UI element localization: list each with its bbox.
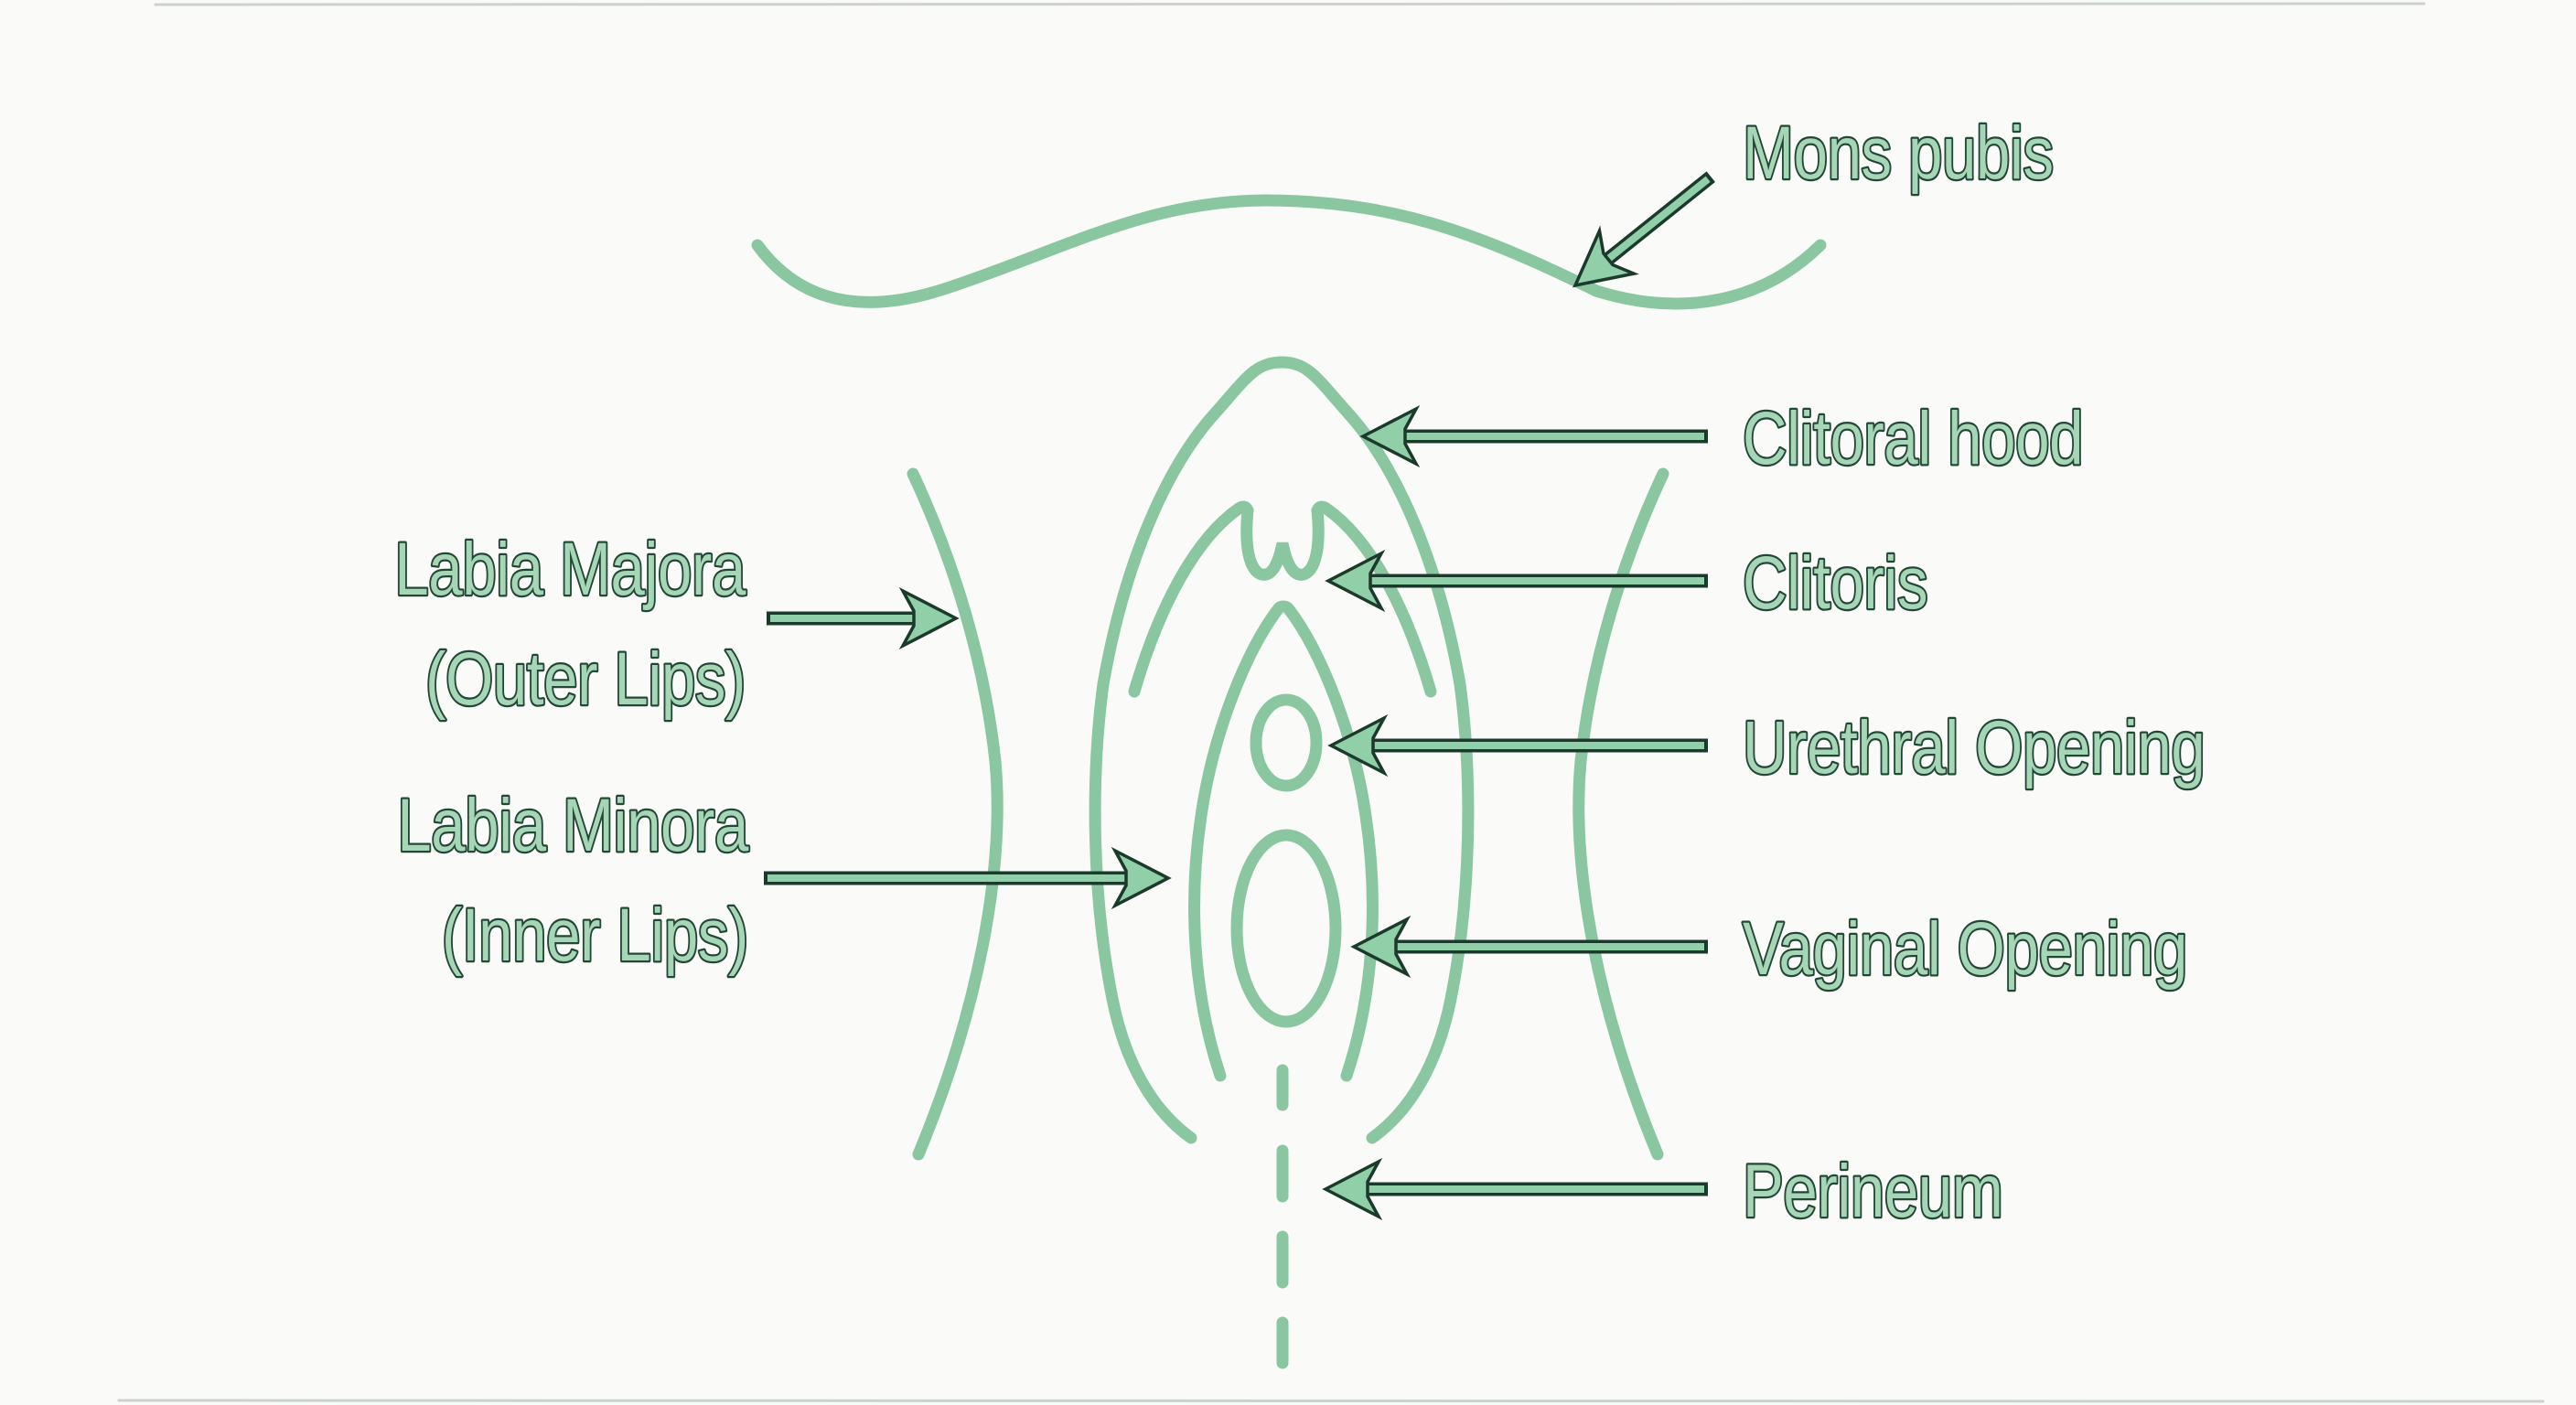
label-vaginal-opening: Vaginal Opening <box>1743 906 2187 991</box>
labia-minora-arrow <box>764 846 1172 910</box>
vaginal-opening-arrow <box>1350 915 1708 979</box>
bottom-edge-artifact-line <box>117 1399 2545 1403</box>
label-labia-minora: Labia Minora (Inner Lips) <box>395 781 751 979</box>
label-labia-majora-line1: Labia Majora <box>394 527 746 611</box>
clitoris-arrow <box>1325 549 1708 613</box>
labia-majora-arrow <box>767 586 960 650</box>
label-clitoral-hood: Clitoral hood <box>1743 396 2083 480</box>
clitoral-hood-arrow <box>1359 404 1708 468</box>
mons-pubis-arrow <box>1572 171 1715 288</box>
label-mons-pubis: Mons pubis <box>1743 111 2054 195</box>
pointer-arrows <box>764 171 1715 1221</box>
labia-minora-inner-arch-line <box>1188 600 1379 1082</box>
labia-minora-outer-right-line <box>1366 678 1475 1144</box>
top-edge-artifact-line <box>154 2 2426 6</box>
labels: Mons pubis Clitoral hood Clitoris Urethr… <box>392 109 2207 1235</box>
label-clitoris: Clitoris <box>1743 541 1927 625</box>
mons-pubis-curve <box>751 194 1827 310</box>
labia-minora-outer-left-line <box>1089 678 1197 1144</box>
label-labia-majora-line2: (Outer Lips) <box>425 637 746 721</box>
urethral-opening-arrow <box>1327 713 1708 778</box>
label-perineum: Perineum <box>1743 1149 2002 1233</box>
labia-majora-right-line <box>1572 467 1669 1161</box>
urethral-opening-ellipse <box>1250 693 1323 792</box>
figure-line-art <box>751 194 1827 1369</box>
labia-majora-left-line <box>907 467 1004 1161</box>
label-labia-minora-line2: (Inner Lips) <box>442 893 748 977</box>
perineum-arrow <box>1322 1157 1708 1221</box>
clitoral-hood-outer-line <box>1097 356 1466 691</box>
label-urethral-opening: Urethral Opening <box>1743 705 2205 789</box>
clitoral-hood-inner-line-and-clitoris <box>1128 500 1437 698</box>
vaginal-opening-ellipse <box>1230 829 1342 1028</box>
label-labia-minora-line1: Labia Minora <box>397 783 748 867</box>
label-labia-majora: Labia Majora (Outer Lips) <box>392 525 748 723</box>
